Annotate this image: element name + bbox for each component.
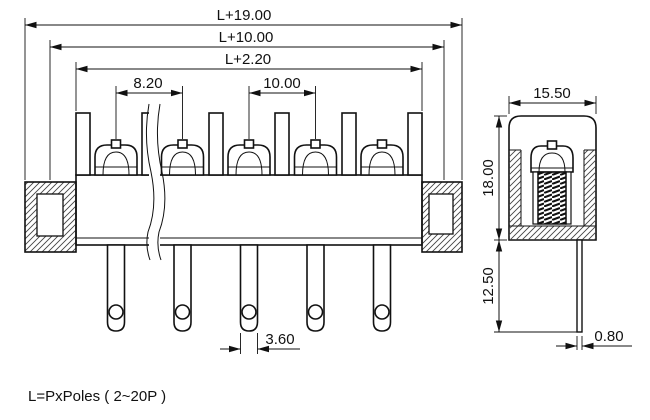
pin-hole [108,304,124,320]
dim-text-pin-width: 3.60 [265,331,294,348]
side-base-hatch [509,226,596,240]
clamp-plate [532,171,539,225]
screw-slot [177,139,188,149]
terminal-body [75,174,423,246]
dim-text-pin-thickness: 0.80 [594,328,623,345]
formula-note: L=PxPoles ( 2~20P ) [28,388,166,405]
dim-text-mounting: L+10.00 [219,29,274,46]
clamp-plate [565,171,572,225]
dim-text-overall: L+19.00 [217,7,272,24]
screw-terminal [227,139,271,176]
body-band [75,174,423,246]
solder-pin [306,244,325,332]
dim-text-width: 15.50 [533,85,571,102]
top-dimensions: L+19.00 L+10.00 L+2.20 8.20 10.00 [24,7,463,180]
screw-terminal [293,139,338,176]
solder-pins [106,244,392,332]
right-cap-pocket [428,193,454,235]
dim-text-pole-pitch: 10.00 [263,75,301,92]
barrier-post [407,112,423,176]
screw-slot [376,139,388,149]
screw-terminal [360,139,404,176]
side-view: 15.50 18.00 12.50 0.80 [480,85,632,350]
side-solder-pin [576,239,583,333]
solder-pin [372,244,392,332]
dim-text-body: L+2.20 [225,51,271,68]
pin-hole [174,304,191,320]
screw-thread [537,171,567,225]
screw-terminal [94,139,138,176]
right-end-cap [421,181,463,253]
barrier-post [341,112,357,176]
side-wall-hatch-right [584,150,596,226]
barrier-post [208,112,224,176]
screw-slot [243,139,255,149]
break-mark [145,103,166,261]
screw-terminal [160,139,205,176]
pin-width-dimension: 3.60 [220,331,300,354]
side-screw-terminal [530,140,574,225]
screw-slot [546,140,558,150]
side-dimensions: 15.50 18.00 12.50 0.80 [480,85,632,350]
dim-text-height: 18.00 [480,159,497,197]
barrier-post [274,112,290,176]
break-line [145,103,155,261]
solder-pin [106,244,126,332]
solder-pin [239,244,259,332]
pin-hole [307,304,324,320]
front-view: L+19.00 L+10.00 L+2.20 8.20 10.00 3.60 [24,7,463,354]
side-wall-hatch-left [509,150,521,226]
left-end-cap [24,181,77,253]
dim-text-end-pitch: 8.20 [133,75,162,92]
pin-hole [241,304,257,320]
screw-slot [110,139,122,149]
screw-terminals [94,139,404,176]
screw-slot [310,139,321,149]
pin-hole [374,304,390,320]
solder-pin [173,244,192,332]
left-cap-pocket [36,193,64,237]
barrier-post [75,112,91,176]
dim-text-pin-length: 12.50 [480,267,497,305]
break-line [156,103,166,261]
